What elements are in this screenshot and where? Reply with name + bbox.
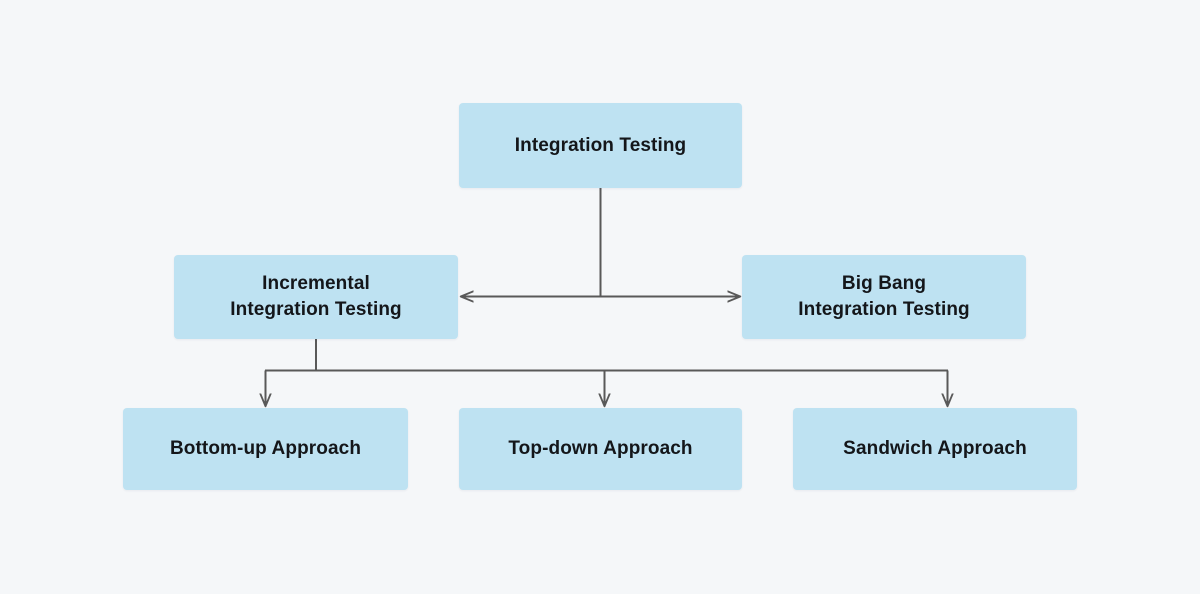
node-top-down-approach[interactable]: Top-down Approach [459,408,742,490]
node-incremental-integration-testing[interactable]: Incremental Integration Testing [174,255,458,339]
node-bottom-up-approach[interactable]: Bottom-up Approach [123,408,408,490]
node-label-integration-testing: Integration Testing [514,134,687,156]
node-big-bang-integration-testing[interactable]: Big Bang Integration Testing [742,255,1026,339]
node-label-bottom-up-approach: Bottom-up Approach [169,438,362,460]
node-sandwich-approach[interactable]: Sandwich Approach [793,408,1077,490]
node-integration-testing[interactable]: Integration Testing [459,103,742,188]
node-label-top-down-approach: Top-down Approach [508,438,693,460]
node-label-incremental-integration-testing: Incremental Integration Testing [230,273,402,320]
node-label-big-bang-integration-testing: Big Bang Integration Testing [798,273,970,320]
node-label-sandwich-approach: Sandwich Approach [843,438,1027,460]
